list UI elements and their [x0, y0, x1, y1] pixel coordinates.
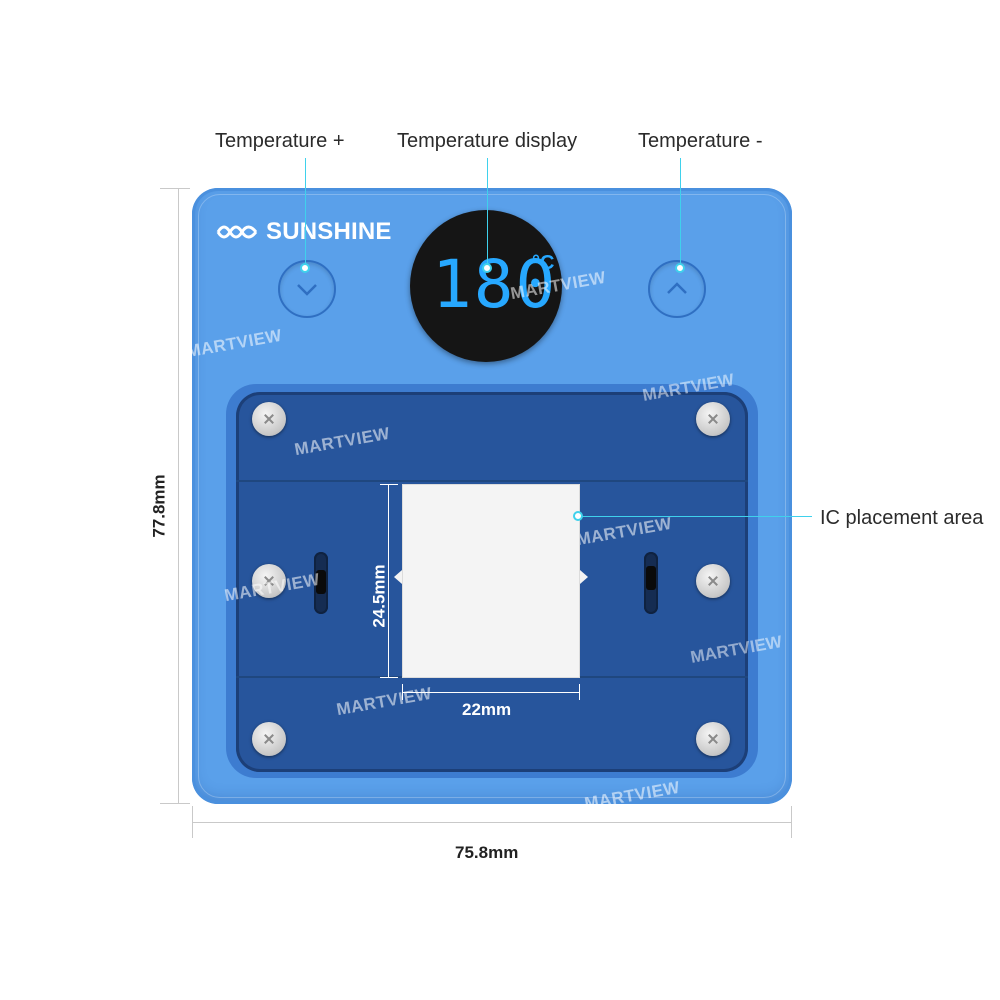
slot-knob[interactable]	[316, 570, 326, 594]
width-dimension-label: 75.8mm	[455, 843, 519, 862]
ic-width-dimension-line	[402, 692, 580, 693]
temperature-value: 180	[432, 246, 558, 323]
brand-name: SUNSHINE	[266, 218, 392, 245]
ic-placement-label: IC placement area	[820, 507, 984, 529]
adjustment-slot[interactable]	[314, 552, 328, 614]
temperature-display: 180 °C	[410, 210, 562, 362]
watermark: MARTVIEW	[574, 513, 674, 550]
width-dimension-line	[192, 822, 792, 823]
ic-width-tick	[402, 684, 403, 700]
temp-minus-callout-line	[680, 158, 681, 268]
screw-icon	[696, 564, 730, 598]
watermark: MARTVIEW	[582, 777, 682, 814]
ic-placement-area[interactable]	[394, 484, 588, 678]
slot-knob[interactable]	[646, 566, 656, 590]
height-dimension-tick-bottom	[160, 803, 190, 804]
sunshine-logo-icon	[216, 225, 258, 239]
width-dimension-tick-left	[192, 806, 193, 838]
ic-area-callout-line	[578, 516, 812, 517]
temperature-minus-label: Temperature -	[638, 130, 763, 152]
temp-display-callout-dot	[482, 263, 492, 273]
temperature-unit: °C	[532, 252, 555, 274]
pad-groove	[236, 480, 748, 482]
temp-display-callout-line	[487, 158, 488, 268]
screw-icon	[252, 722, 286, 756]
ic-height-tick	[380, 677, 398, 678]
temperature-display-label: Temperature display	[397, 130, 578, 152]
adjustment-slot[interactable]	[644, 552, 658, 614]
temp-plus-callout-dot	[300, 263, 310, 273]
ic-area-callout-dot	[573, 511, 583, 521]
watermark: MARTVIEW	[292, 423, 392, 460]
chevron-up-icon	[667, 282, 687, 294]
height-dimension-tick-top	[160, 188, 190, 189]
temperature-plus-label: Temperature +	[215, 130, 345, 152]
screw-icon	[252, 402, 286, 436]
ic-height-label: 24.5mm	[369, 564, 389, 628]
temp-minus-callout-dot	[675, 263, 685, 273]
width-dimension-tick-right	[791, 806, 792, 838]
height-dimension-line	[178, 188, 179, 804]
brand-logo: SUNSHINE	[216, 218, 392, 246]
watermark: MARTVIEW	[184, 325, 284, 362]
temp-plus-callout-line	[305, 158, 306, 268]
watermark: MARTVIEW	[334, 683, 434, 720]
ic-width-label: 22mm	[462, 700, 512, 719]
screw-icon	[252, 564, 286, 598]
preheater-device: SUNSHINE 180 °C MARTVIEW MARTVIEW MARTVI…	[185, 188, 792, 813]
screw-icon	[696, 722, 730, 756]
ic-height-dimension-line	[388, 484, 389, 678]
height-dimension-label: 77.8mm	[149, 474, 169, 538]
chevron-down-icon	[297, 284, 317, 296]
ic-height-tick	[380, 484, 398, 485]
screw-icon	[696, 402, 730, 436]
ic-width-tick	[579, 684, 580, 700]
